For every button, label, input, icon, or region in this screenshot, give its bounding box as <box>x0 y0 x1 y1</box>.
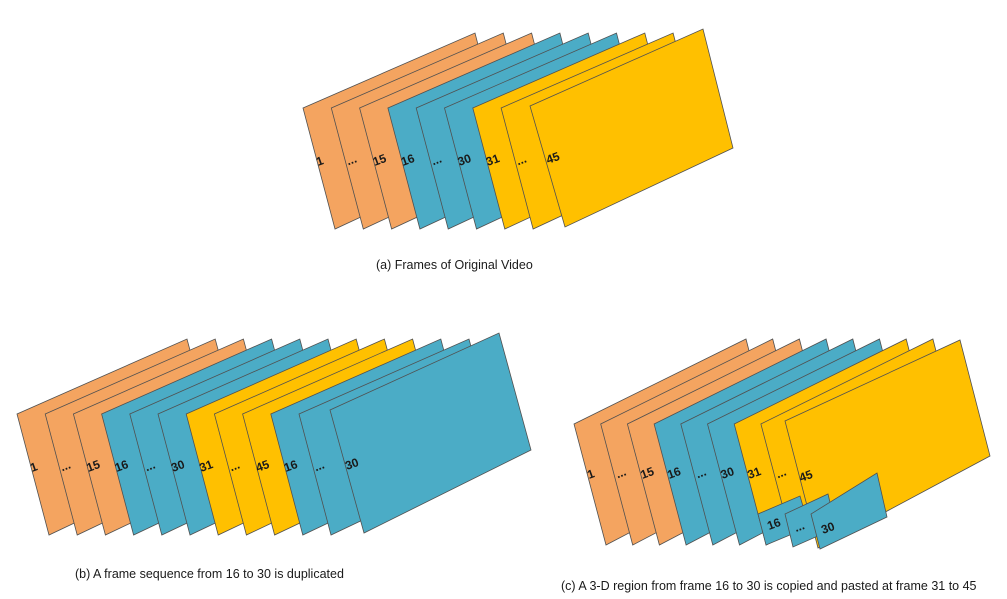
pasted-region: 16... 30 <box>757 472 888 550</box>
pasted-region-label: 30 <box>819 519 837 537</box>
frame-label: ... <box>514 152 528 169</box>
frame-label: 1 <box>585 466 596 482</box>
panel-b-frame-duplication: 1... 15 16... 30 31... 45 16... 30 <box>16 332 532 536</box>
frame-label: 30 <box>343 455 361 473</box>
frame-label: 1 <box>314 153 325 169</box>
frame-label: ... <box>228 458 242 475</box>
frame-label: 16 <box>282 457 300 475</box>
frame-label: 15 <box>85 457 103 475</box>
frame-label: 31 <box>197 457 215 475</box>
frame-label: ... <box>614 465 628 482</box>
panel-a-original-video: 1... 15 16... 30 31... 45 <box>302 28 734 230</box>
caption-panel-b: (b) A frame sequence from 16 to 30 is du… <box>75 567 344 581</box>
pasted-region-label: 16 <box>765 515 783 533</box>
frame-label: 45 <box>544 149 562 167</box>
video-frame <box>529 28 734 228</box>
video-frame <box>784 339 991 549</box>
frame-label: ... <box>143 458 157 475</box>
frame-label: 31 <box>745 464 763 482</box>
frame-label: ... <box>312 458 326 475</box>
pasted-region-label: ... <box>792 518 806 535</box>
frame-label: ... <box>344 152 358 169</box>
frame-label: ... <box>429 152 443 169</box>
frame-label: 15 <box>371 151 389 169</box>
frame-label: 31 <box>484 151 502 169</box>
pasted-region-frame <box>810 472 888 550</box>
frame-label: ... <box>694 465 708 482</box>
frame-label: 30 <box>719 464 737 482</box>
frame-label: 16 <box>399 151 417 169</box>
frame-label: 15 <box>639 464 657 482</box>
caption-panel-c: (c) A 3-D region from frame 16 to 30 is … <box>561 579 977 593</box>
frame-label: 16 <box>665 464 683 482</box>
frame-label: 30 <box>169 457 187 475</box>
panel-c-region-copy-paste: 1... 15 16... 30 31... 45 16... 30 <box>573 338 991 550</box>
frame-label: 1 <box>28 459 39 475</box>
video-frame <box>329 332 532 534</box>
caption-panel-a: (a) Frames of Original Video <box>376 258 533 272</box>
frame-label: ... <box>58 458 72 475</box>
frame-label: ... <box>774 465 788 482</box>
frame-label: 16 <box>113 457 131 475</box>
frame-label: 45 <box>797 467 815 485</box>
frame-label: 30 <box>456 151 474 169</box>
frame-label: 45 <box>254 457 272 475</box>
